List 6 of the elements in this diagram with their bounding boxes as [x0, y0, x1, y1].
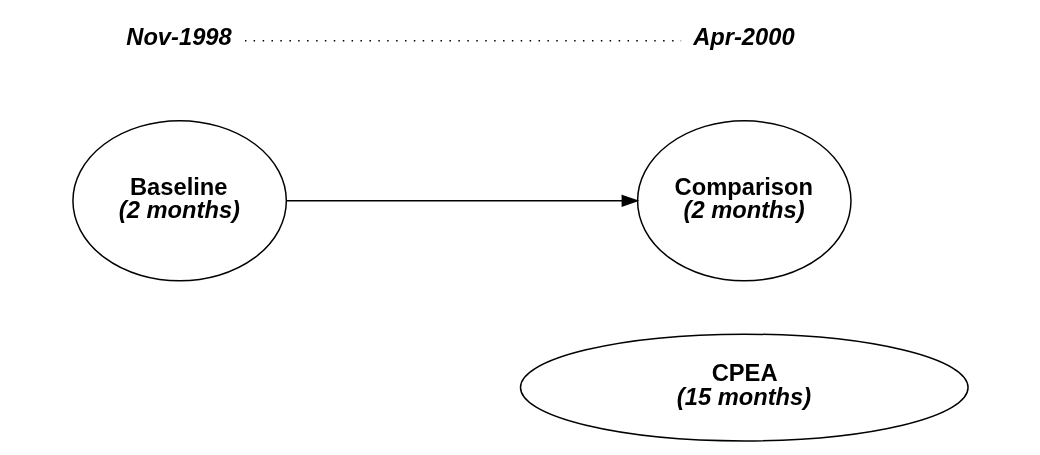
node-ellipse: CPEA (15 months) — [519, 333, 969, 442]
node-ellipse: Baseline (2 months) — [71, 120, 287, 282]
node-text: Nov-1998 — [125, 23, 232, 50]
node-ellipse: Comparison (2 months) — [636, 120, 852, 282]
node-text: Apr-2000 — [692, 23, 795, 50]
arrow — [285, 194, 639, 208]
